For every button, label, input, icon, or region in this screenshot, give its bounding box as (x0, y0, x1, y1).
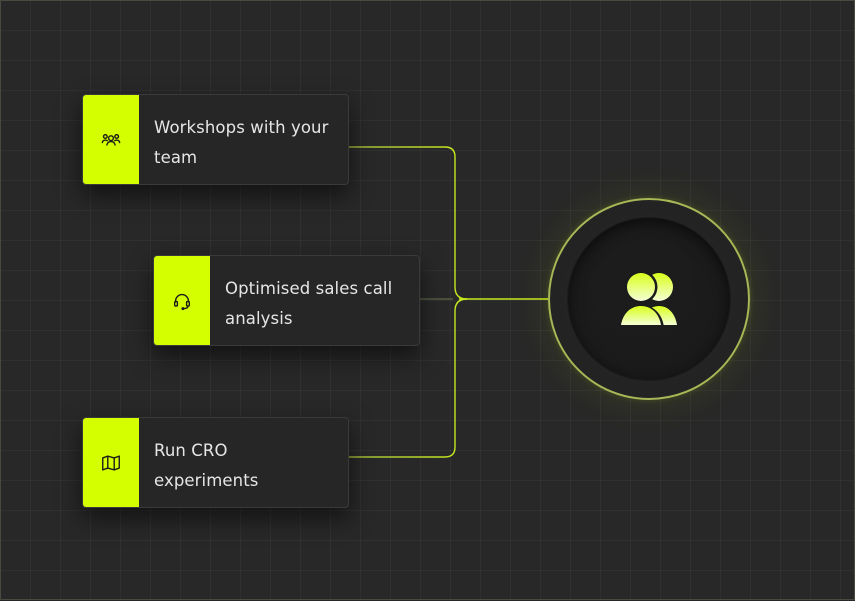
card-label: Optimised sales call analysis (225, 279, 393, 328)
card-cro[interactable]: Run CRO experiments (82, 417, 349, 508)
hub-core (568, 218, 730, 380)
users-icon (618, 270, 677, 327)
connector-top (349, 146, 468, 300)
card-icon-tile (83, 418, 139, 507)
card-sales-call[interactable]: Optimised sales call analysis (153, 255, 420, 346)
headset-icon (173, 293, 191, 310)
card-workshops[interactable]: Workshops with your team (82, 94, 349, 185)
team-icon (101, 133, 121, 146)
card-icon-tile (83, 95, 139, 184)
card-icon-tile (154, 256, 210, 345)
card-label: Run CRO experiments (154, 441, 259, 490)
connector-bottom (349, 298, 468, 458)
card-label: Workshops with your team (154, 118, 329, 167)
map-icon (102, 454, 120, 471)
